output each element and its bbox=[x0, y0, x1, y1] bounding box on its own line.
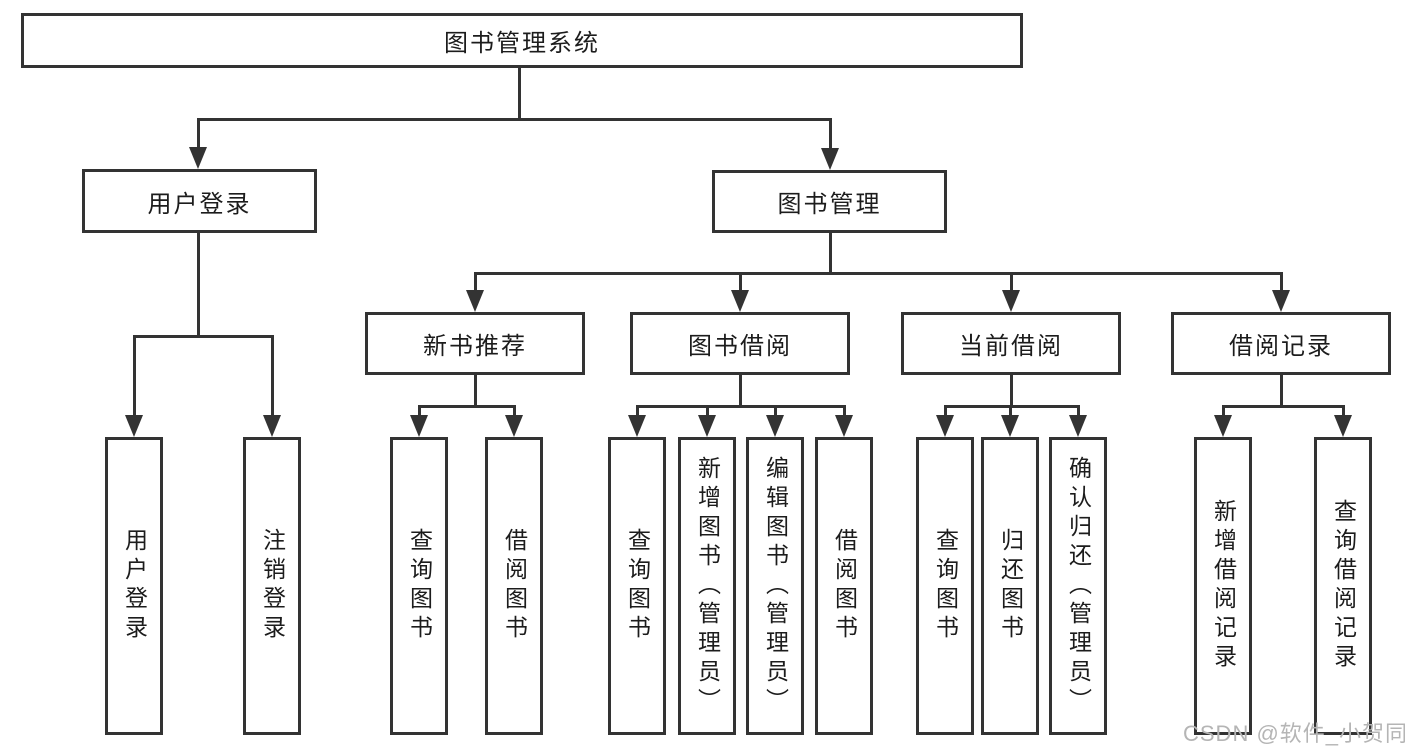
leaf-borrow-book-recommend: 借阅图书 bbox=[485, 437, 543, 735]
connector-line bbox=[829, 231, 832, 272]
connector-line bbox=[133, 335, 136, 417]
connector-line bbox=[739, 272, 742, 293]
leaf-logout: 注销登录 bbox=[243, 437, 301, 735]
connector-line bbox=[418, 405, 516, 408]
leaf-confirm-return-admin: 确认归还（管理员） bbox=[1049, 437, 1107, 735]
node-book-management: 图书管理 bbox=[712, 170, 947, 233]
connector-arrow bbox=[1334, 415, 1352, 437]
node-book-management-label: 图书管理 bbox=[777, 191, 882, 218]
leaf-query-borrow-record: 查询借阅记录 bbox=[1314, 437, 1372, 735]
leaf-return-book: 归还图书 bbox=[981, 437, 1039, 735]
connector-arrow bbox=[936, 415, 954, 437]
connector-line bbox=[513, 405, 516, 418]
connector-line bbox=[1222, 405, 1345, 408]
node-new-book-recommend-label: 新书推荐 bbox=[423, 333, 527, 360]
connector-arrow bbox=[835, 415, 853, 437]
connector-line bbox=[1280, 272, 1283, 293]
connector-arrow bbox=[1272, 290, 1290, 312]
connector-line bbox=[843, 405, 846, 418]
node-library-system: 图书管理系统 bbox=[21, 13, 1023, 68]
node-user-login: 用户登录 bbox=[82, 169, 317, 233]
connector-arrow bbox=[1069, 415, 1087, 437]
connector-line bbox=[1010, 373, 1013, 405]
connector-line bbox=[518, 66, 521, 118]
connector-line bbox=[133, 335, 274, 338]
leaf-add-book-admin: 新增图书（管理员） bbox=[678, 437, 736, 735]
connector-line bbox=[418, 405, 421, 418]
connector-line bbox=[197, 118, 832, 121]
connector-arrow bbox=[466, 290, 484, 312]
leaf-user-login: 用户登录 bbox=[105, 437, 163, 735]
connector-line bbox=[271, 335, 274, 417]
node-current-borrowing-label: 当前借阅 bbox=[959, 333, 1063, 360]
connector-line bbox=[474, 272, 477, 293]
connector-line bbox=[1077, 405, 1080, 418]
connector-line bbox=[1010, 272, 1013, 293]
csdn-watermark: CSDN @软件_小贺同学 bbox=[1183, 721, 1405, 746]
node-new-book-recommend: 新书推荐 bbox=[365, 312, 585, 375]
connector-line bbox=[1009, 405, 1012, 418]
leaf-query-book-recommend: 查询图书 bbox=[390, 437, 448, 735]
connector-arrow bbox=[821, 148, 839, 170]
connector-arrow bbox=[505, 415, 523, 437]
connector-line bbox=[829, 118, 832, 150]
connector-line bbox=[739, 373, 742, 405]
leaf-add-borrow-record: 新增借阅记录 bbox=[1194, 437, 1252, 735]
leaf-query-book-borrowing: 查询图书 bbox=[608, 437, 666, 735]
connector-line bbox=[944, 405, 1080, 408]
connector-line bbox=[774, 405, 777, 418]
connector-arrow bbox=[263, 415, 281, 437]
connector-line bbox=[1280, 373, 1283, 405]
node-borrow-records-label: 借阅记录 bbox=[1229, 333, 1333, 360]
connector-line bbox=[1342, 405, 1345, 418]
node-user-login-label: 用户登录 bbox=[147, 190, 252, 218]
connector-arrow bbox=[189, 147, 207, 169]
connector-line bbox=[474, 373, 477, 405]
leaf-query-book-current: 查询图书 bbox=[916, 437, 974, 735]
node-borrow-records: 借阅记录 bbox=[1171, 312, 1391, 375]
connector-arrow bbox=[1002, 290, 1020, 312]
connector-line bbox=[636, 405, 846, 408]
connector-arrow bbox=[731, 290, 749, 312]
node-book-borrowing-label: 图书借阅 bbox=[688, 333, 792, 360]
connector-arrow bbox=[766, 415, 784, 437]
connector-arrow bbox=[125, 415, 143, 437]
leaf-edit-book-admin: 编辑图书（管理员） bbox=[746, 437, 804, 735]
connector-arrow bbox=[698, 415, 716, 437]
connector-line bbox=[706, 405, 709, 418]
connector-line bbox=[944, 405, 947, 418]
connector-arrow bbox=[410, 415, 428, 437]
connector-line bbox=[197, 230, 200, 335]
connector-line bbox=[636, 405, 639, 418]
connector-line bbox=[197, 118, 200, 150]
connector-arrow bbox=[628, 415, 646, 437]
leaf-borrow-book: 借阅图书 bbox=[815, 437, 873, 735]
connector-line bbox=[1222, 405, 1225, 418]
connector-arrow bbox=[1001, 415, 1019, 437]
node-library-system-label: 图书管理系统 bbox=[444, 30, 600, 57]
connector-arrow bbox=[1214, 415, 1232, 437]
node-current-borrowing: 当前借阅 bbox=[901, 312, 1121, 375]
node-book-borrowing: 图书借阅 bbox=[630, 312, 850, 375]
connector-line bbox=[474, 272, 1283, 275]
